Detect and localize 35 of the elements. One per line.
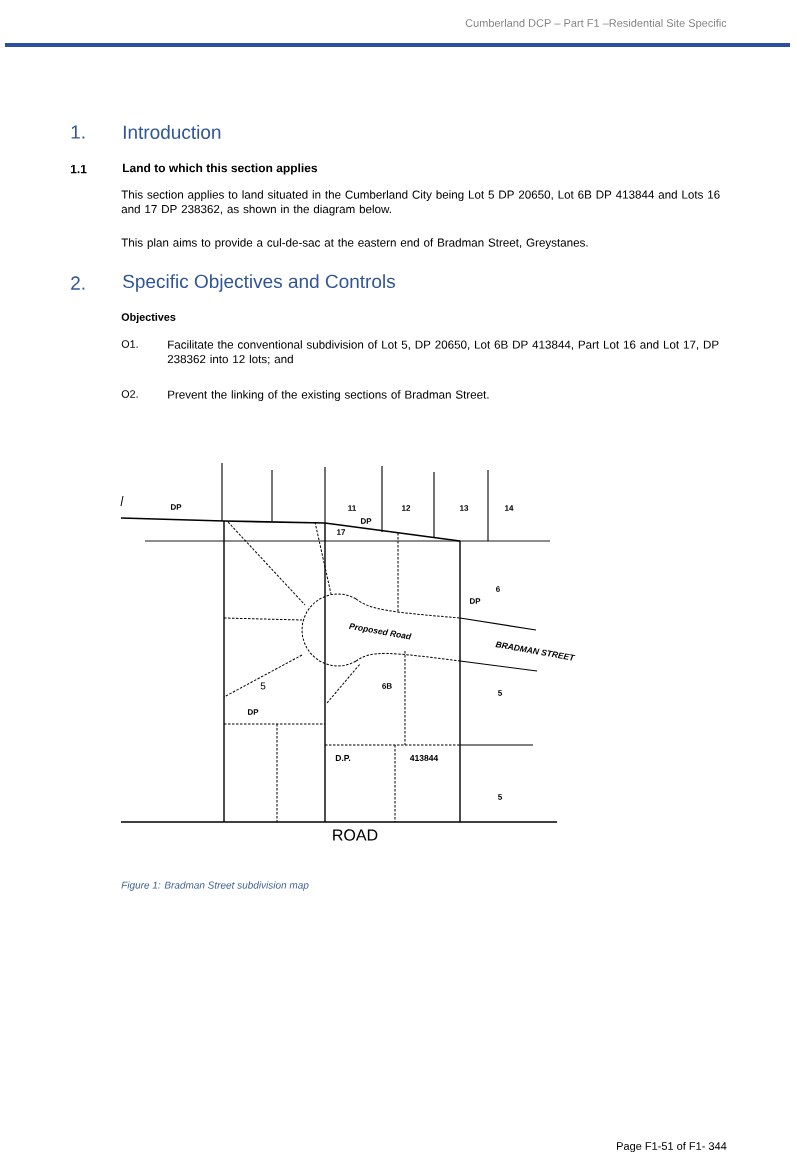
lot-number: 6 bbox=[496, 586, 500, 592]
objective-number: O1. bbox=[121, 340, 138, 348]
plan-number: DP bbox=[361, 518, 372, 524]
plan-number: 413844 bbox=[409, 755, 439, 761]
section-heading: Specific Objectives and Controls bbox=[123, 274, 395, 292]
section-number: 1. bbox=[71, 125, 85, 139]
road-label: ROAD bbox=[333, 829, 378, 841]
objective-number: O2. bbox=[121, 390, 138, 398]
body-paragraph: This section applies to land situated in the Cumberland City being Lot 5 DP 20650, Lot 6B DP 413844 and Lots 16 and 17 DP 238362, as shown in the diagram below. bbox=[121, 190, 720, 216]
lot-number: 12 bbox=[402, 505, 411, 511]
plan-number: DP bbox=[171, 504, 182, 510]
section-heading: Introduction bbox=[123, 125, 221, 139]
street-name: BRADMAN STREET bbox=[495, 641, 576, 661]
lot-number: 5 bbox=[498, 690, 502, 696]
lot-number: 6B bbox=[382, 683, 392, 689]
lot-number: 5 bbox=[498, 794, 502, 800]
objective-text: Prevent the linking of the existing sections of Bradman Street. bbox=[168, 390, 489, 401]
subsection-number: 1.1 bbox=[70, 164, 87, 174]
section-number: 2. bbox=[71, 276, 85, 290]
subsection-heading: Land to which this section applies bbox=[123, 163, 318, 175]
lot-number: 13 bbox=[460, 505, 469, 511]
lot-number: 11 bbox=[348, 505, 356, 511]
plan-number: D.P. bbox=[335, 755, 351, 761]
objective-text: Facilitate the conventional subdivision of Lot 5, DP 20650, Lot 6B DP 413844, Part Lot 16 and Lot 17, DP 238362 into 12 lots; and bbox=[167, 340, 719, 365]
body-paragraph: This plan aims to provide a cul-de-sac at the eastern end of Bradman Street, Greystanes. bbox=[121, 238, 588, 249]
plan-number: DP bbox=[470, 598, 481, 604]
figure-caption: Figure 1: Bradman Street subdivision map bbox=[121, 881, 309, 891]
subheading: Objectives bbox=[121, 312, 176, 324]
road-label: Proposed Road bbox=[348, 623, 412, 640]
running-header: Cumberland DCP – Part F1 –Residential Site Specific bbox=[465, 18, 727, 30]
plan-number: DP bbox=[248, 709, 259, 715]
lot-number: 5 bbox=[260, 682, 266, 690]
lot-number: 17 bbox=[337, 529, 346, 535]
lot-number: 14 bbox=[505, 505, 514, 511]
page-number: Page F1-51 of F1- 344 bbox=[617, 1141, 727, 1153]
